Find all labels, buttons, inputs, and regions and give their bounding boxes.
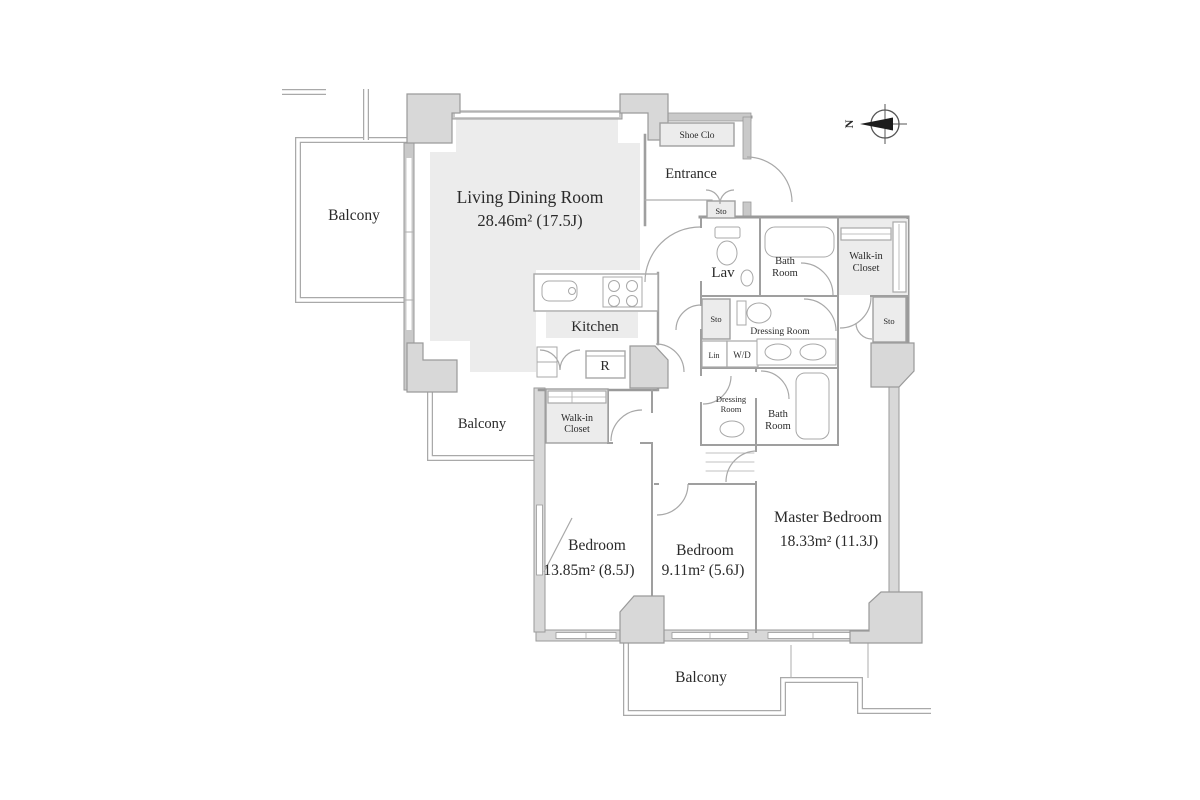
kitchen-faucet-icon — [568, 287, 576, 295]
dressing-upper-door-arc — [803, 298, 837, 332]
corridor-door-arc — [855, 322, 873, 340]
bathtub-lower — [795, 372, 830, 440]
labels: Balcony Living Dining Room 28.46m² (17.5… — [328, 131, 895, 686]
bathroom-lower-label-1: Bath — [768, 409, 789, 420]
entrance-right-wall-upper — [742, 116, 752, 160]
kitchen-floor-shade — [546, 312, 638, 338]
storage-entrance-double-door — [705, 189, 735, 205]
washer-dryer-label: W/D — [733, 350, 751, 360]
kitchen-sink — [541, 280, 578, 302]
bathtub-upper — [764, 226, 835, 258]
balcony-divider-lines — [790, 643, 869, 678]
pillar-south-east — [849, 591, 923, 644]
bathroom-upper-door-arc — [800, 262, 834, 296]
master-right-wall — [888, 386, 900, 594]
storage-middle-door-arc — [675, 304, 702, 331]
balcony-bottom-railing — [623, 643, 931, 716]
entrance-door-arc — [746, 156, 793, 203]
wic-lower-label-2: Closet — [564, 424, 590, 435]
kitchen-corridor-door-arc — [655, 343, 685, 373]
pillar-ne — [619, 93, 669, 141]
living-dining-label: Living Dining Room — [457, 187, 604, 207]
basin-dressing-lower — [719, 420, 745, 438]
closets-storages — [545, 122, 908, 444]
bathroom-lower-door-arc — [760, 370, 790, 400]
entrance-label: Entrance — [665, 166, 717, 182]
storage-middle-label: Sto — [710, 314, 721, 324]
dressing-lower-label-2: Room — [721, 404, 742, 414]
storage-middle-box — [701, 298, 731, 340]
wic-upper-label-2: Closet — [853, 263, 880, 274]
toilet-bowl — [746, 302, 772, 324]
storage-right-box — [872, 296, 907, 343]
doors — [539, 156, 873, 573]
living-dining-floor-shade — [430, 118, 640, 372]
linen-box — [701, 340, 728, 368]
wic-upper-label-1: Walk-in — [849, 251, 883, 262]
bedroom-middle-area: 9.11m² (5.6J) — [662, 562, 745, 579]
bedroom-west-door-leaf — [543, 517, 573, 573]
toilet-lav — [714, 226, 754, 287]
bathroom-upper-label-1: Bath — [775, 256, 796, 267]
pillar-nw — [406, 93, 461, 144]
bedroom-west-label: Bedroom — [568, 537, 626, 554]
lavatory-label: Lav — [711, 265, 735, 281]
toilet-tank — [736, 300, 747, 326]
kitchen-double-door — [539, 349, 581, 371]
bathroom-lower-label-2: Room — [765, 421, 791, 432]
pillar-south-mid — [619, 595, 665, 644]
stove — [602, 276, 643, 308]
bedroom-middle-label: Bedroom — [676, 542, 734, 559]
compass: N — [842, 104, 907, 144]
pillar-east-mid — [870, 342, 915, 388]
storage-entrance-label: Sto — [715, 206, 726, 216]
toilet-dressing — [736, 300, 772, 326]
compass-north-arrow-icon — [860, 117, 893, 131]
fixtures — [533, 226, 837, 440]
refrigerator-label: R — [600, 359, 610, 374]
pillars — [406, 93, 923, 644]
living-dining-area: 28.46m² (17.5J) — [477, 211, 582, 230]
toilet-tank — [714, 226, 741, 239]
linen-label: Lin — [708, 351, 719, 360]
storage-entrance-box — [706, 200, 736, 219]
balcony-top-label: Balcony — [328, 207, 380, 224]
toilet-bowl — [716, 240, 738, 266]
compass-north-label: N — [842, 119, 856, 128]
storage-right-label: Sto — [883, 316, 894, 326]
master-bedroom-label: Master Bedroom — [774, 509, 883, 526]
wic-upper-shelf — [892, 221, 907, 293]
wic-lower-label-1: Walk-in — [561, 413, 593, 424]
pillar-sw-ldr — [406, 342, 458, 393]
dressing-lower-label-1: Dressing — [716, 394, 747, 404]
pillar-kitchen — [629, 345, 669, 389]
balcony-railings — [282, 89, 931, 716]
balcony-bottom-label: Balcony — [675, 669, 727, 686]
bedroom-middle-door-arc — [656, 483, 689, 516]
washroom-door-arc — [644, 226, 701, 283]
wic-upper-door-arc — [839, 296, 872, 329]
dressing-upper-label: Dressing Room — [750, 327, 810, 337]
bathroom-upper-label-2: Room — [772, 268, 798, 279]
bedroom-west-door-arc — [610, 409, 643, 442]
kitchen-counter — [533, 273, 659, 312]
master-bedroom-door-arc — [725, 450, 758, 483]
balcony-middle-label: Balcony — [458, 416, 507, 432]
shoe-closet-box — [659, 122, 735, 147]
vanity-double — [756, 338, 837, 366]
refrigerator-box — [585, 350, 626, 379]
kitchen-label: Kitchen — [571, 319, 619, 335]
bedroom-west-area: 13.85m² (8.5J) — [543, 562, 634, 579]
shoe-closet-label: Shoe Clo — [679, 131, 714, 141]
dressing-lower-door-arc — [702, 375, 732, 405]
master-bedroom-area: 18.33m² (11.3J) — [780, 533, 878, 550]
lav-basin — [740, 269, 754, 287]
